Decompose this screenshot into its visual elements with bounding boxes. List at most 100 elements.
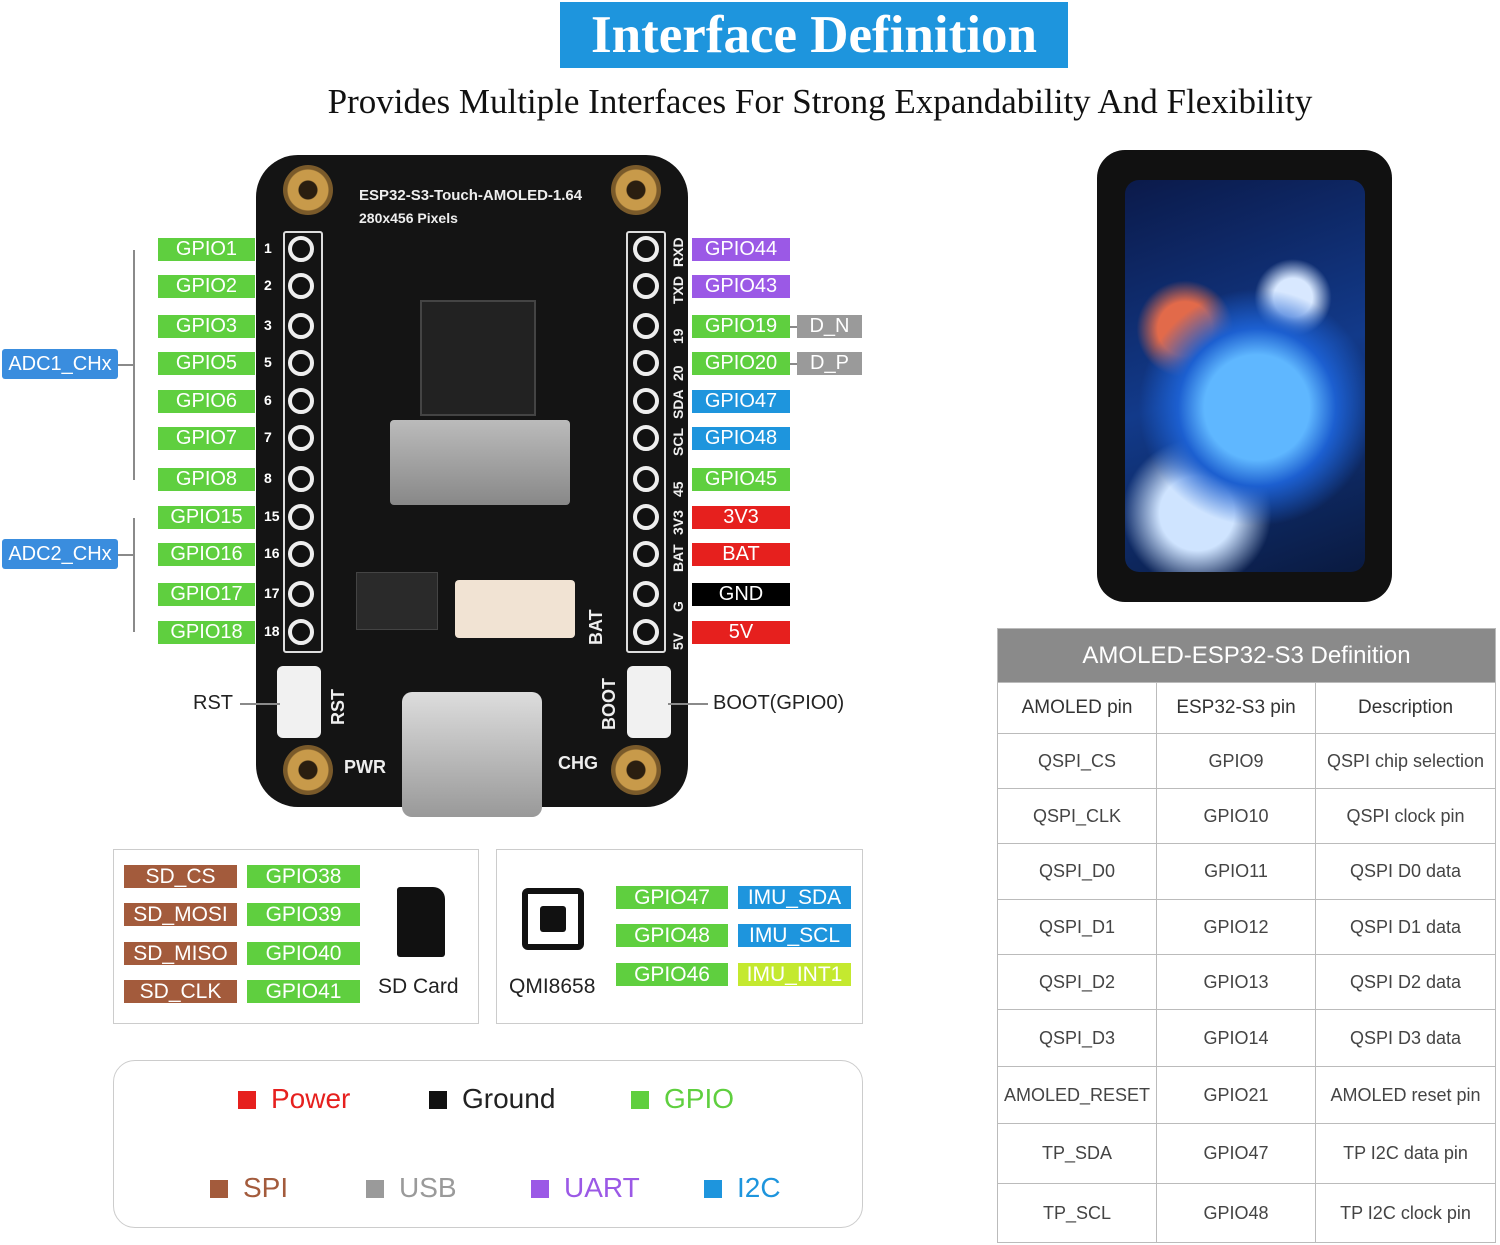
legend-swatch (631, 1091, 649, 1109)
pin-hole (633, 466, 659, 492)
legend-label: USB (399, 1172, 457, 1203)
right-pin-label: 3V3 (692, 506, 790, 529)
left-header (283, 231, 323, 653)
table-cell: QSPI D3 data (1315, 1009, 1496, 1067)
adc2-bracket (133, 518, 135, 632)
table-cell: QSPI_CS (997, 733, 1157, 789)
mount-hole (611, 165, 661, 215)
chg-silk: CHG (558, 753, 598, 773)
sd-caption: SD Card (378, 975, 459, 998)
legend-label: Power (271, 1083, 351, 1114)
pin-hole (288, 619, 314, 645)
table-cell: AMOLED_RESET (997, 1066, 1157, 1124)
left-pin-label: GPIO17 (158, 583, 255, 606)
pin-silk: RXD (670, 237, 686, 267)
adc2-label: ADC2_CHx (2, 539, 118, 569)
table-cell: GPIO10 (1156, 788, 1316, 844)
table-cell: QSPI chip selection (1315, 733, 1496, 789)
sd-signal: SD_MISO (124, 942, 237, 965)
legend (113, 1060, 863, 1228)
pin-hole (633, 313, 659, 339)
adc2-connector (118, 554, 134, 556)
page-subtitle: Provides Multiple Interfaces For Strong … (327, 82, 1313, 121)
pin-hole (288, 466, 314, 492)
table-cell: GPIO14 (1156, 1009, 1316, 1067)
right-pin-label: GPIO20 (692, 352, 790, 375)
imu-caption: QMI8658 (509, 975, 596, 998)
pin-silk: 3V3 (670, 510, 686, 535)
page-title: Interface Definition (591, 6, 1037, 64)
right-pin-label: GPIO44 (692, 238, 790, 261)
table-cell: QSPI_CLK (997, 788, 1157, 844)
table-cell: GPIO9 (1156, 733, 1316, 789)
pin-hole (288, 350, 314, 376)
table-cell: GPIO12 (1156, 899, 1316, 955)
adc1-bracket (133, 250, 135, 480)
legend-label: I2C (737, 1172, 781, 1203)
table-cell: GPIO48 (1156, 1183, 1316, 1243)
left-pin-label: GPIO15 (158, 506, 255, 529)
col-header: Description (1315, 682, 1496, 734)
usb-c-port (402, 692, 542, 817)
right-pin-label: GPIO48 (692, 427, 790, 450)
usb-label: D_P (797, 352, 862, 375)
sd-gpio: GPIO38 (247, 865, 360, 888)
table-cell: GPIO47 (1156, 1123, 1316, 1184)
pin-silk: 19 (670, 328, 686, 344)
pin-hole (288, 388, 314, 414)
board-resolution: 280x456 Pixels (359, 210, 458, 226)
legend-swatch (210, 1180, 228, 1198)
boot-button[interactable] (627, 666, 671, 738)
rst-silk: RST (328, 689, 348, 725)
legend-label: GPIO (664, 1083, 735, 1114)
left-pin-label: GPIO5 (158, 352, 255, 375)
imu-signal: IMU_INT1 (738, 963, 851, 986)
imu-signal: IMU_SDA (738, 886, 851, 909)
pin-silk: SCL (670, 428, 686, 456)
table-cell: QSPI_D3 (997, 1009, 1157, 1067)
boot-silk: BOOT (599, 678, 619, 730)
pin-number: 1 (264, 240, 272, 256)
pin-hole (633, 619, 659, 645)
rst-button[interactable] (277, 666, 321, 738)
legend-swatch (238, 1091, 256, 1109)
battery-connector (455, 580, 575, 638)
imu-gpio: GPIO47 (616, 886, 728, 909)
right-pin-label: GPIO43 (692, 275, 790, 298)
left-pin-label: GPIO6 (158, 390, 255, 413)
sd-signal: SD_MOSI (124, 903, 237, 926)
legend-label: UART (564, 1172, 640, 1203)
left-pin-label: GPIO2 (158, 275, 255, 298)
table-title: AMOLED-ESP32-S3 Definition (997, 628, 1496, 683)
pin-hole (288, 313, 314, 339)
pin-hole (288, 425, 314, 451)
table-cell: AMOLED reset pin (1315, 1066, 1496, 1124)
right-pin-label: BAT (692, 543, 790, 566)
table-cell: QSPI D2 data (1315, 954, 1496, 1010)
left-pin-label: GPIO18 (158, 621, 255, 644)
rf-shield (390, 420, 570, 505)
right-pin-label: GND (692, 583, 790, 606)
pin-number: 8 (264, 470, 272, 486)
imu-gpio: GPIO46 (616, 963, 728, 986)
pin-silk: 20 (670, 365, 686, 381)
sd-signal: SD_CS (124, 865, 237, 888)
mount-hole (283, 165, 333, 215)
sd-gpio: GPIO40 (247, 942, 360, 965)
table-cell: QSPI clock pin (1315, 788, 1496, 844)
left-pin-label: GPIO1 (158, 238, 255, 261)
table-cell: QSPI D1 data (1315, 899, 1496, 955)
adc1-label: ADC1_CHx (2, 349, 118, 379)
pin-silk: 45 (670, 481, 686, 497)
legend-swatch (429, 1091, 447, 1109)
pin-number: 3 (264, 317, 272, 333)
pin-hole (633, 350, 659, 376)
table-cell: GPIO21 (1156, 1066, 1316, 1124)
left-pin-label: GPIO8 (158, 468, 255, 491)
table-cell: GPIO13 (1156, 954, 1316, 1010)
legend-label: Ground (462, 1083, 556, 1114)
left-pin-label: GPIO3 (158, 315, 255, 338)
